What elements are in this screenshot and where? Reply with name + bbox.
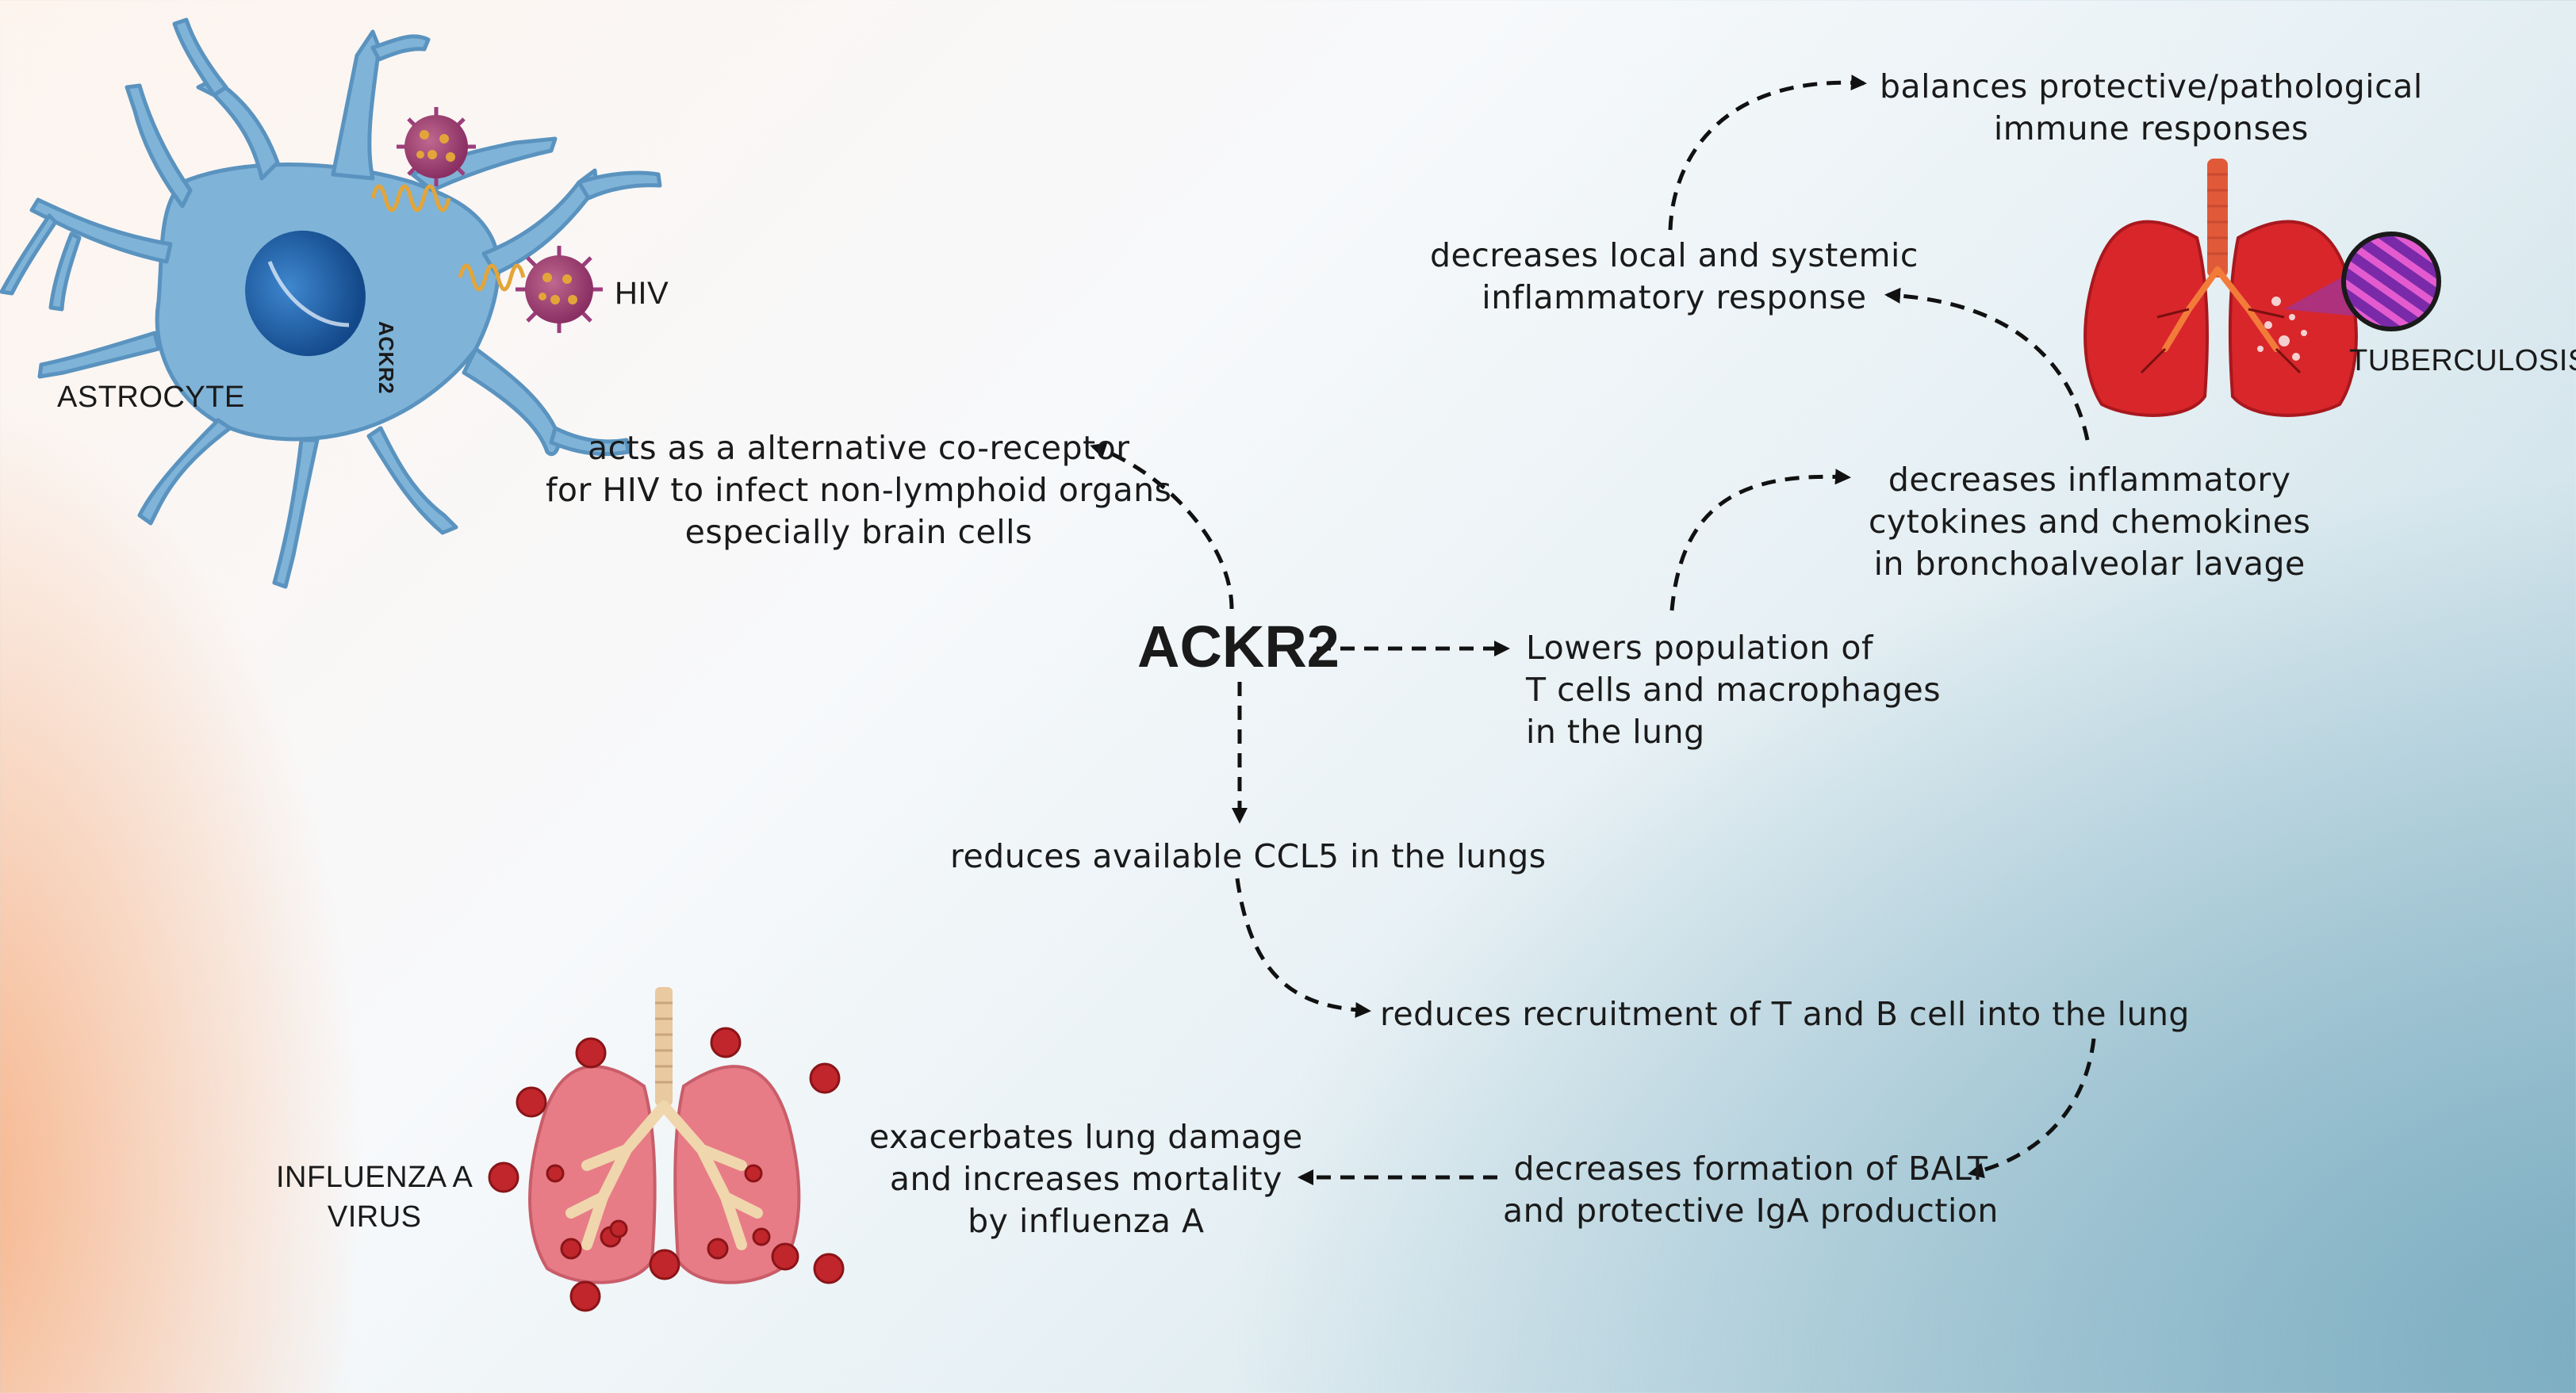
node-hiv-coreceptor: acts as a alternative co-receptor for HI… [546,429,1172,551]
arrow-lowers-to-cytokines [1669,469,1851,611]
astrocyte-label: ASTROCYTE [57,381,245,414]
influenza-label: INFLUENZA A VIRUS [276,1161,473,1234]
tuberculosis-label: TUBERCULOSIS [2349,344,2576,377]
node-lowers-population: Lowers population of T cells and macroph… [1526,629,1942,751]
node-exacerbates: exacerbates lung damage and increases mo… [869,1118,1303,1240]
node-reduces-ccl5: reduces available CCL5 in the lungs [950,837,1547,875]
arrow-inflammatory-to-balances [1668,75,1867,231]
hiv-virus-icon [516,246,603,333]
node-reduces-recruitment: reduces recruitment of T and B cell into… [1380,995,2190,1033]
node-decreases-cytokines: decreases inflammatory cytokines and che… [1869,461,2311,583]
ackr2-receptor-icon [370,184,526,292]
tuberculosis-lungs-illustration [2083,159,2441,417]
ackr2-membrane-label: ACKR2 [374,321,398,395]
hiv-label: HIV [615,276,669,311]
arrow-cytokines-to-inflammatory [1884,287,2090,441]
astrocyte-illustration [0,17,662,589]
arrows [1090,75,2096,1185]
ackr2-center-label: ACKR2 [1137,614,1340,679]
node-decreases-balt: decreases formation of BALT and protecti… [1503,1150,1999,1230]
arrow-ackr2-to-hiv [1090,442,1234,610]
node-decreases-inflammatory: decreases local and systemic inflammator… [1430,236,1919,316]
arrow-ccl5-to-recruitment [1235,878,1371,1018]
hiv-virus-icon [397,107,476,186]
influenza-virus-icon [488,1027,845,1312]
node-balances: balances protective/pathological immune … [1880,67,2423,147]
arrow-recruitment-to-balt [1968,1038,2096,1179]
